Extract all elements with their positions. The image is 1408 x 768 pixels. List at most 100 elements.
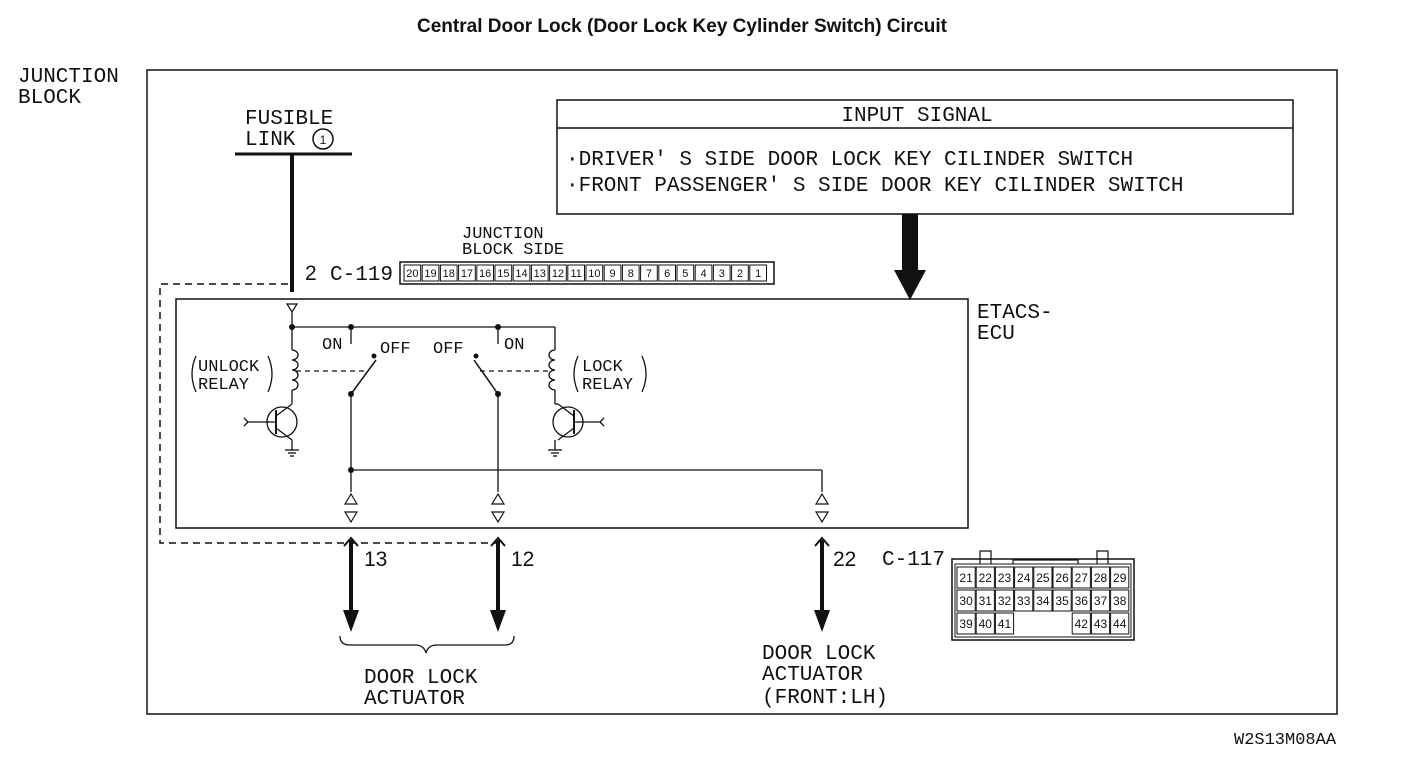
- c117-pin-number: 32: [998, 594, 1012, 608]
- pin12-terminal-symbol: [490, 492, 506, 524]
- c119-pin-cell: [712, 264, 731, 282]
- input-signal-item-passenger: ·FRONT PASSENGER' S SIDE DOOR KEY CILIND…: [566, 175, 1184, 198]
- c117-pin-number: 21: [959, 571, 973, 585]
- c119-pin-number: 3: [719, 268, 725, 280]
- c117-pin-number: 40: [979, 617, 993, 631]
- unlock-relay-bracket-right: [267, 355, 273, 393]
- c117-pin-cell: [956, 612, 976, 635]
- c119-pin-number: 11: [570, 268, 581, 280]
- junction-block-label-line1: JUNCTION: [18, 66, 119, 89]
- c117-pin-cell: [1071, 589, 1091, 612]
- lock-relay-label-line1: LOCK: [582, 358, 624, 377]
- c117-pin-cell: [994, 589, 1015, 612]
- c117-pin-number: 36: [1075, 594, 1089, 608]
- c117-pin-number: 24: [1017, 571, 1031, 585]
- output-bus-node: [348, 467, 354, 473]
- c119-pin-number: 4: [700, 268, 706, 280]
- unlock-relay-label-line1: UNLOCK: [198, 358, 260, 377]
- etacs-ecu-label-line2: ECU: [977, 323, 1015, 346]
- junction-dashed-enclosure: [159, 283, 498, 544]
- input-signal-box: [556, 99, 1294, 215]
- lock-switch-off-node: [473, 353, 479, 359]
- c119-pin-cell: [494, 264, 513, 282]
- etacs-ecu-label-line1: ETACS-: [977, 302, 1053, 325]
- lock-switch-off-label: OFF: [433, 340, 464, 359]
- c119-pin-number: 17: [461, 268, 473, 280]
- pin13-fork: [343, 536, 359, 547]
- c117-pin-number: 39: [959, 617, 973, 631]
- c117-pin-number: 25: [1036, 571, 1050, 585]
- c117-pin-number: 42: [1075, 617, 1089, 631]
- c117-pin-cell: [1071, 566, 1091, 589]
- c117-pin-number: 22: [979, 571, 993, 585]
- c117-pin-number: 34: [1036, 594, 1050, 608]
- c119-pin-number: 2: [737, 268, 743, 280]
- unlock-switch-off-label: OFF: [380, 340, 411, 359]
- c119-pin-number: 6: [664, 268, 670, 280]
- unlock-switch-blade: [350, 359, 377, 395]
- c119-pin-number: 14: [515, 268, 527, 280]
- c117-pin-number: 37: [1094, 594, 1108, 608]
- unlock-relay-bracket-left: [191, 355, 197, 393]
- pin22-fork: [814, 536, 830, 547]
- c119-pin-cell: [658, 264, 676, 282]
- c117-pin-cell: [1110, 589, 1130, 612]
- c117-pin-cell: [1071, 612, 1091, 635]
- door-lock-actuator-front-label-line3: (FRONT:LH): [762, 687, 888, 710]
- c119-pin-number: 12: [552, 268, 564, 280]
- c119-pin-number: 8: [628, 268, 634, 280]
- unlock-ground-icon: [285, 449, 299, 457]
- c119-pin-cell: [603, 264, 622, 282]
- c119-pin-number: 18: [443, 268, 455, 280]
- door-lock-actuator-front-label-line2: ACTUATOR: [762, 664, 863, 687]
- c119-side-label-line1: JUNCTION: [462, 225, 544, 244]
- c117-pin-cell: [1014, 566, 1034, 589]
- c119-pin-cell: [585, 264, 604, 282]
- unlock-transistor-collector: [275, 403, 293, 417]
- input-signal-item-driver: ·DRIVER' S SIDE DOOR LOCK KEY CILINDER S…: [566, 149, 1133, 172]
- c119-pin-number: 10: [588, 268, 600, 280]
- pin12-fork: [490, 536, 506, 547]
- input-signal-header: INPUT SIGNAL: [841, 105, 992, 128]
- junction-block-frame: [146, 69, 1338, 715]
- c117-pin-number: 33: [1017, 594, 1031, 608]
- door-lock-actuator-front-label-line1: DOOR LOCK: [762, 643, 876, 666]
- c117-pin-number: 26: [1055, 571, 1069, 585]
- unlock-switch-on-label: ON: [322, 336, 342, 355]
- c119-pin-number: 15: [497, 268, 509, 280]
- c119-pin-cell: [458, 264, 476, 282]
- c119-pin-number: 19: [424, 268, 436, 280]
- input-signal-arrow-head: [894, 270, 926, 300]
- c119-pin-number: 9: [609, 268, 615, 280]
- lock-relay-bracket-right: [641, 355, 647, 393]
- lock-relay-coil: [548, 349, 556, 391]
- c119-connector-outline: [399, 261, 775, 285]
- c117-pin-cell: [956, 566, 976, 589]
- pin13-label: 13: [364, 548, 387, 571]
- c117-pin-number: 43: [1094, 617, 1108, 631]
- c119-pin-cell: [530, 264, 549, 282]
- unlock-transistor-base-tick: [243, 417, 249, 427]
- c117-pin-number: 30: [959, 594, 973, 608]
- c119-pin-cell: [731, 264, 749, 282]
- fusible-link-label-line1: FUSIBLE: [245, 108, 333, 131]
- input-signal-arrow-shaft: [902, 214, 918, 272]
- c119-pin-cell: [421, 264, 440, 282]
- c117-pin-cell: [1090, 566, 1111, 589]
- c117-pin-number: 28: [1094, 571, 1108, 585]
- c119-pin-cell: [549, 264, 567, 282]
- c117-pin-number: 29: [1113, 571, 1127, 585]
- c117-pin-cell: [1033, 589, 1053, 612]
- fusible-link-number-circle: [312, 128, 334, 150]
- c119-pin-cell: [439, 264, 458, 282]
- pin13-terminal-symbol: [343, 492, 359, 524]
- c117-pin-cell: [1110, 612, 1130, 635]
- c119-name: C-119: [330, 264, 393, 287]
- lock-transistor-collector: [557, 403, 575, 417]
- c117-pin-cell: [1110, 566, 1130, 589]
- c119-pin-label: 2: [305, 262, 317, 285]
- c117-pin-cell: [994, 612, 1015, 635]
- lock-ground-icon: [548, 449, 562, 457]
